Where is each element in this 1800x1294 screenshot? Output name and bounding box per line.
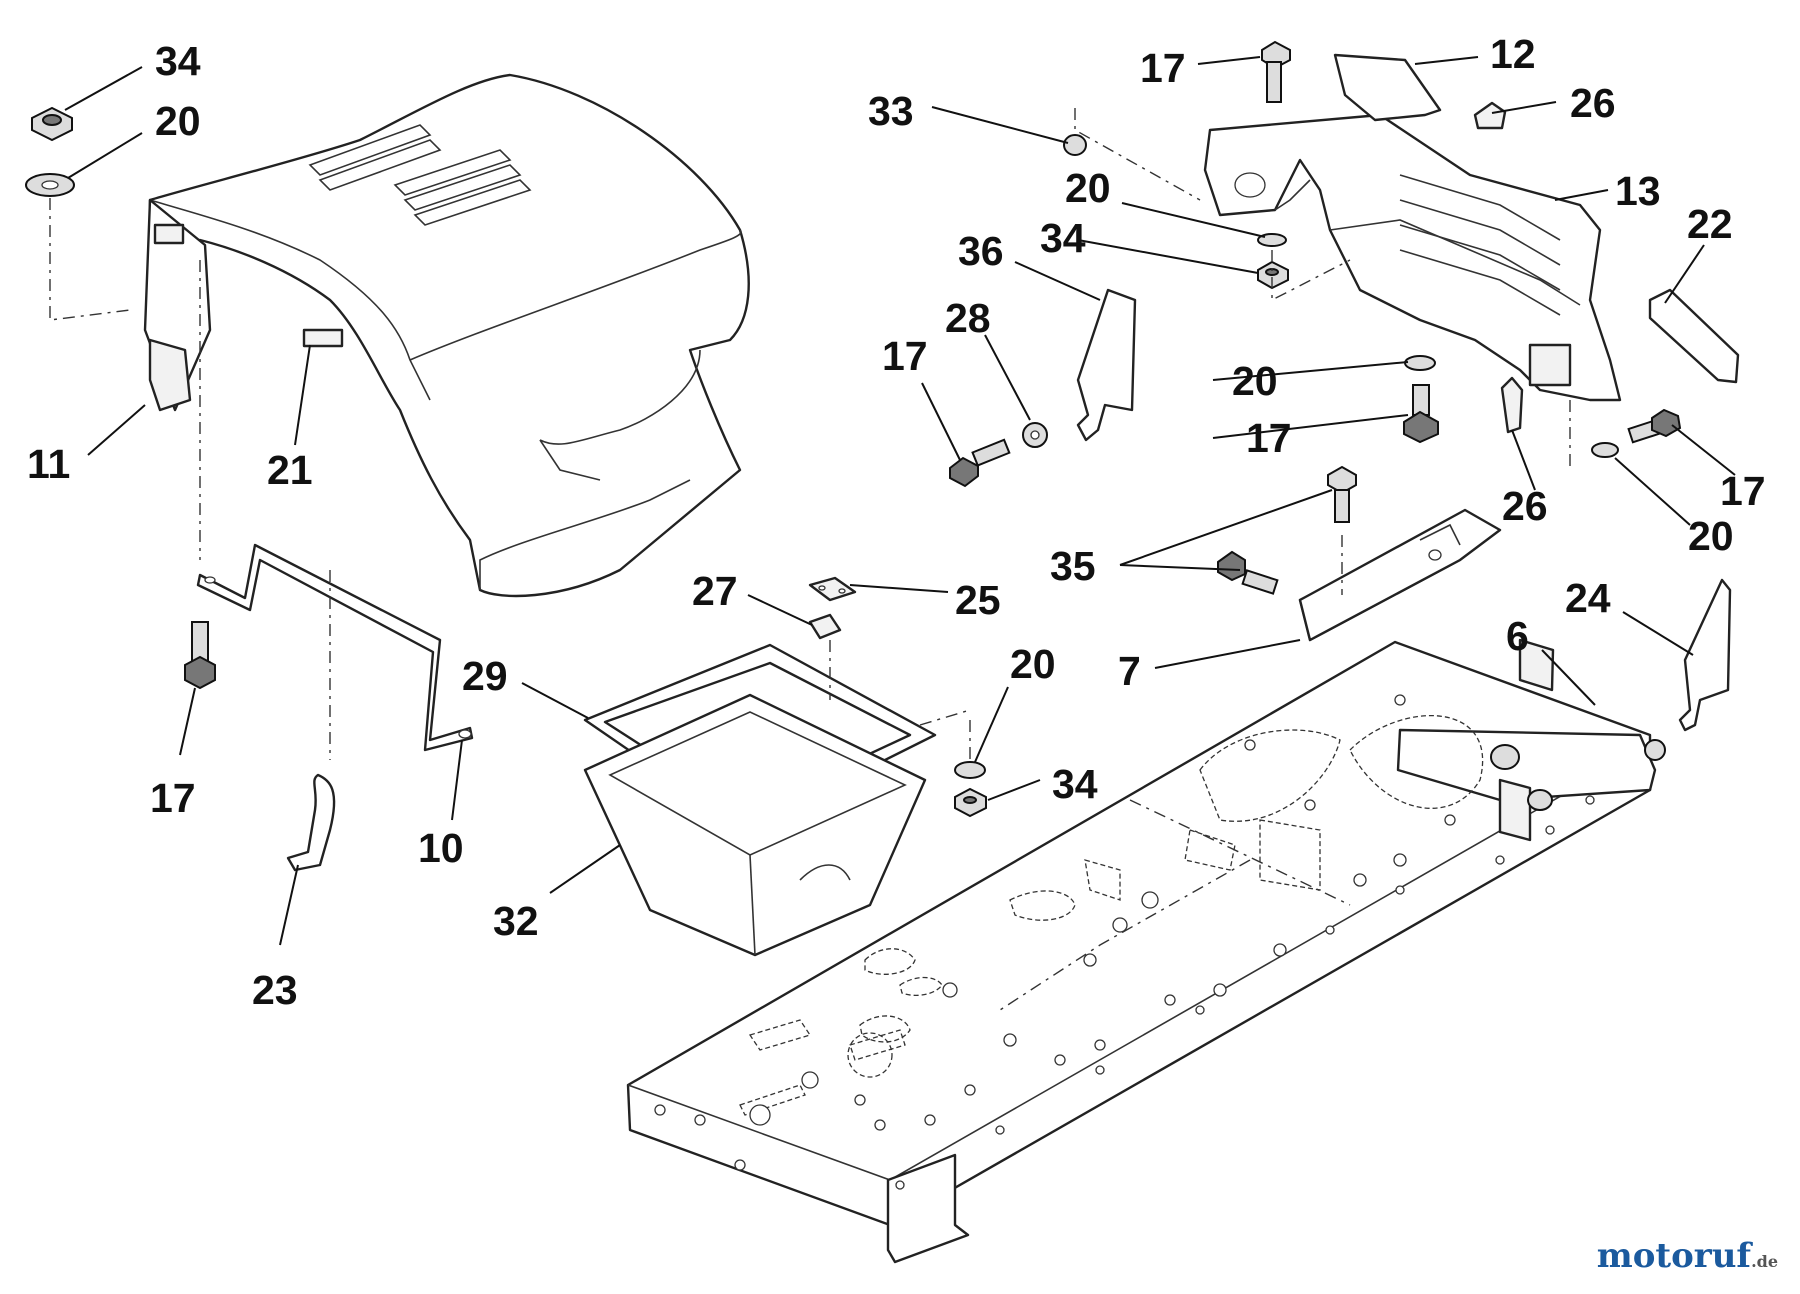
clip-25 [808, 576, 857, 602]
watermark-logo: motoruf.de [1597, 1236, 1778, 1276]
callout-34: 34 [1052, 761, 1098, 807]
bracket-24 [1678, 578, 1732, 732]
washer-20-tray [954, 761, 986, 779]
callout-33: 33 [868, 88, 914, 134]
callout-25: 25 [955, 577, 1001, 623]
callout-35: 35 [1050, 543, 1096, 589]
callout-23: 23 [252, 967, 298, 1013]
callout-20: 20 [155, 98, 201, 144]
callout-20: 20 [1065, 165, 1111, 211]
callout-24: 24 [1565, 575, 1611, 621]
hood-pad-upper [153, 223, 185, 245]
callout-13: 13 [1615, 168, 1661, 214]
callout-26: 26 [1570, 80, 1616, 126]
watermark-main: motoruf [1596, 1236, 1752, 1276]
bracket-23 [286, 773, 336, 872]
callout-34: 34 [1040, 215, 1086, 261]
callout-29: 29 [462, 653, 508, 699]
callout-32: 32 [493, 898, 539, 944]
nut-34-center [1257, 260, 1289, 290]
clip-27 [808, 613, 842, 640]
bolt-17-top [1261, 40, 1291, 103]
callout-7: 7 [1118, 648, 1141, 694]
callout-27: 27 [692, 568, 738, 614]
cap-33 [1063, 134, 1087, 156]
callout-12: 12 [1490, 31, 1536, 77]
callout-21: 21 [267, 447, 313, 493]
callout-20: 20 [1688, 513, 1734, 559]
watermark-tld: .de [1751, 1252, 1778, 1271]
clip-26-top [1473, 101, 1507, 130]
bolt-35-horizontal [1217, 550, 1279, 595]
callout-28: 28 [945, 295, 991, 341]
star-washer-28 [1022, 422, 1048, 448]
callout-26: 26 [1502, 483, 1548, 529]
bolt-17-mid [1403, 384, 1439, 444]
callout-20: 20 [1232, 358, 1278, 404]
callout-17: 17 [1720, 468, 1766, 514]
nut-34-top-left [31, 106, 73, 142]
bracket-7 [1298, 508, 1502, 642]
bolt-17-right [1627, 408, 1682, 444]
callout-6: 6 [1506, 613, 1529, 659]
washer-20-right [1591, 442, 1619, 458]
nut-34-tray [954, 787, 987, 818]
frame-6 [626, 638, 1666, 1264]
callout-34: 34 [155, 38, 201, 84]
callout-36: 36 [958, 228, 1004, 274]
bolt-35-vertical [1327, 465, 1357, 523]
callout-10: 10 [418, 825, 464, 871]
plate-12 [1333, 53, 1442, 122]
callout-22: 22 [1687, 201, 1733, 247]
washer-20-mid [1404, 355, 1436, 371]
hood-vent-slots [308, 124, 532, 226]
tray-32 [583, 693, 927, 957]
clip-26-bottom [1500, 376, 1524, 434]
hood-part [143, 73, 750, 598]
callout-11: 11 [27, 441, 70, 487]
rod-bracket-10 [196, 543, 474, 752]
washer-20-top-left [25, 173, 75, 197]
callout-20: 20 [1010, 641, 1056, 687]
callout-17: 17 [150, 775, 196, 821]
leader-lines [64, 56, 1736, 946]
callout-17: 17 [1140, 45, 1186, 91]
callout-17: 17 [1246, 415, 1292, 461]
bracket-36 [1076, 288, 1137, 442]
bolt-17-washer [949, 438, 1011, 488]
bumper-pad-21 [302, 328, 344, 348]
dash-panel-13 [1203, 113, 1622, 402]
bolt-17-left [184, 621, 216, 690]
callout-17: 17 [882, 333, 928, 379]
bracket-22 [1648, 288, 1740, 384]
callout-labels: 34 20 11 21 17 23 10 27 25 29 32 20 34 3… [27, 31, 1766, 1013]
